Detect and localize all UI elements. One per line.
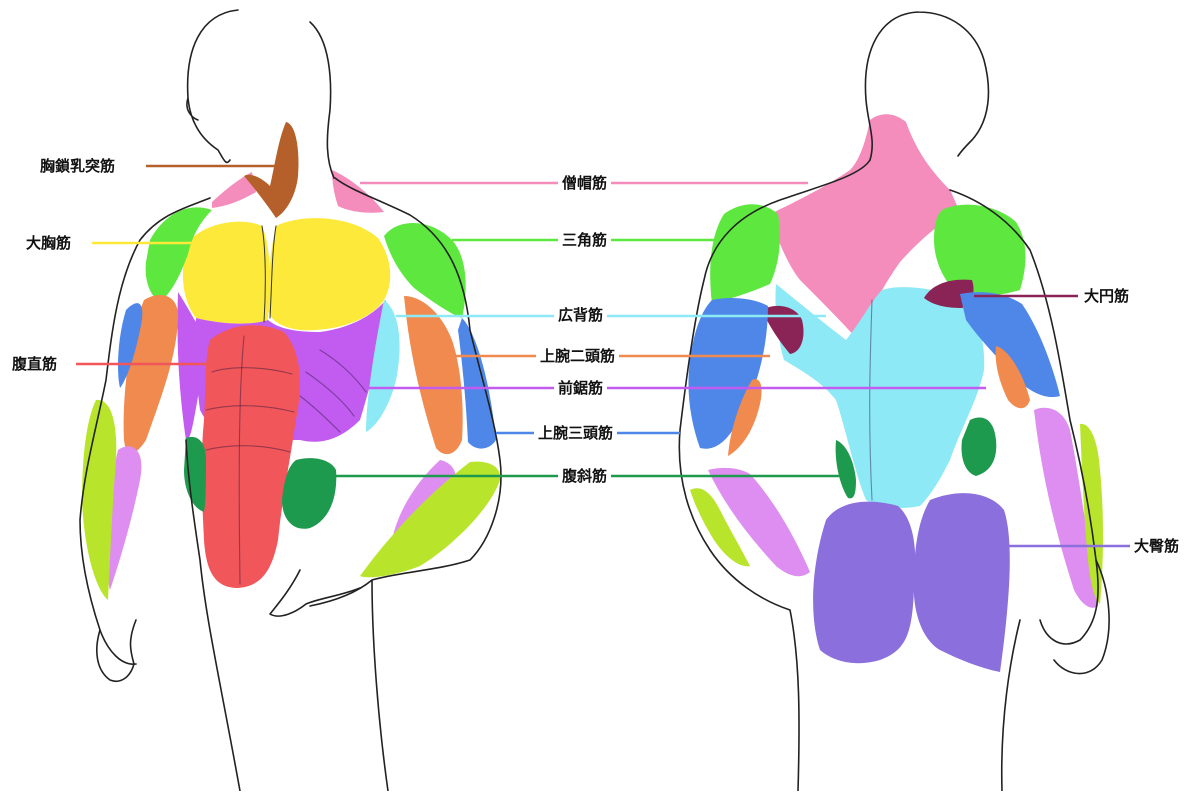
rectus-seg-3 <box>205 445 291 453</box>
front-rectus-abdominis <box>201 325 300 588</box>
front-deltoid-right <box>384 222 466 318</box>
label-trapezius: 僧帽筋 <box>558 173 612 193</box>
front-pectoral-left <box>182 221 270 324</box>
front-hand-right <box>269 569 361 617</box>
front-forearm-extensor-right <box>360 461 501 578</box>
back-forearm-flexor-left <box>708 467 810 577</box>
back-gluteus-right <box>913 493 1010 672</box>
back-oblique-left <box>835 440 856 499</box>
front-head-outline <box>186 9 335 179</box>
back-triceps-left <box>688 298 768 449</box>
back-body-outline <box>678 159 1099 792</box>
back-teres-major-right <box>924 279 974 308</box>
label-latissimus: 広背筋 <box>554 305 608 325</box>
serratus-line-1 <box>319 349 367 393</box>
label-pectoralis: 大胸筋 <box>22 233 76 253</box>
label-biceps: 上腕二頭筋 <box>536 346 620 366</box>
front-pectoral-right <box>268 218 391 331</box>
back-trapezius <box>770 114 962 340</box>
front-scm <box>244 122 299 218</box>
serratus-line-2 <box>305 371 355 417</box>
label-triceps: 上腕三頭筋 <box>534 423 618 443</box>
front-body-outline <box>79 177 502 792</box>
label-serratus: 前鋸筋 <box>554 378 608 398</box>
back-latissimus <box>775 284 985 508</box>
label-scm: 胸鎖乳突筋 <box>36 156 120 176</box>
back-deltoid-right <box>934 204 1026 297</box>
front-oblique-right <box>282 458 337 529</box>
back-forearm-extensor-right <box>1080 423 1103 604</box>
front-oblique-left <box>184 436 206 512</box>
back-forearm-flexor-right <box>1034 407 1098 608</box>
back-hand-right <box>1053 559 1110 675</box>
rectus-linea-alba <box>238 335 245 585</box>
back-spine-line <box>869 299 873 501</box>
back-biceps-left <box>728 379 762 456</box>
front-collar-line <box>261 225 277 323</box>
label-gluteus: 大臀筋 <box>1130 536 1184 556</box>
front-triceps-right <box>458 318 496 449</box>
back-gluteus-left <box>813 501 916 664</box>
front-figure <box>79 8 502 792</box>
back-triceps-right <box>960 292 1060 398</box>
front-triceps-left <box>118 303 143 388</box>
back-oblique-right <box>961 417 997 476</box>
label-oblique: 腹斜筋 <box>558 466 612 486</box>
back-teres-major-left <box>762 305 804 354</box>
back-figure <box>678 11 1110 792</box>
front-serratus-left <box>177 292 210 440</box>
front-biceps-right <box>404 296 463 455</box>
label-deltoid: 三角筋 <box>558 230 612 250</box>
label-rectus-abdominis: 腹直筋 <box>8 354 62 374</box>
front-latissimus <box>366 300 400 432</box>
rectus-seg-2 <box>205 405 295 413</box>
back-head-outline <box>864 11 990 161</box>
front-trapezius-left <box>212 172 256 208</box>
back-forearm-extensor-left <box>690 488 750 567</box>
back-biceps-right <box>995 346 1030 409</box>
back-deltoid-left <box>710 204 780 304</box>
rectus-seg-1 <box>211 367 293 375</box>
front-deltoid-left <box>145 207 212 302</box>
front-forearm-flexor-left <box>106 446 142 590</box>
front-hand-left <box>96 619 137 682</box>
serratus-line-3 <box>299 395 341 433</box>
label-teres-major: 大円筋 <box>1080 286 1134 306</box>
